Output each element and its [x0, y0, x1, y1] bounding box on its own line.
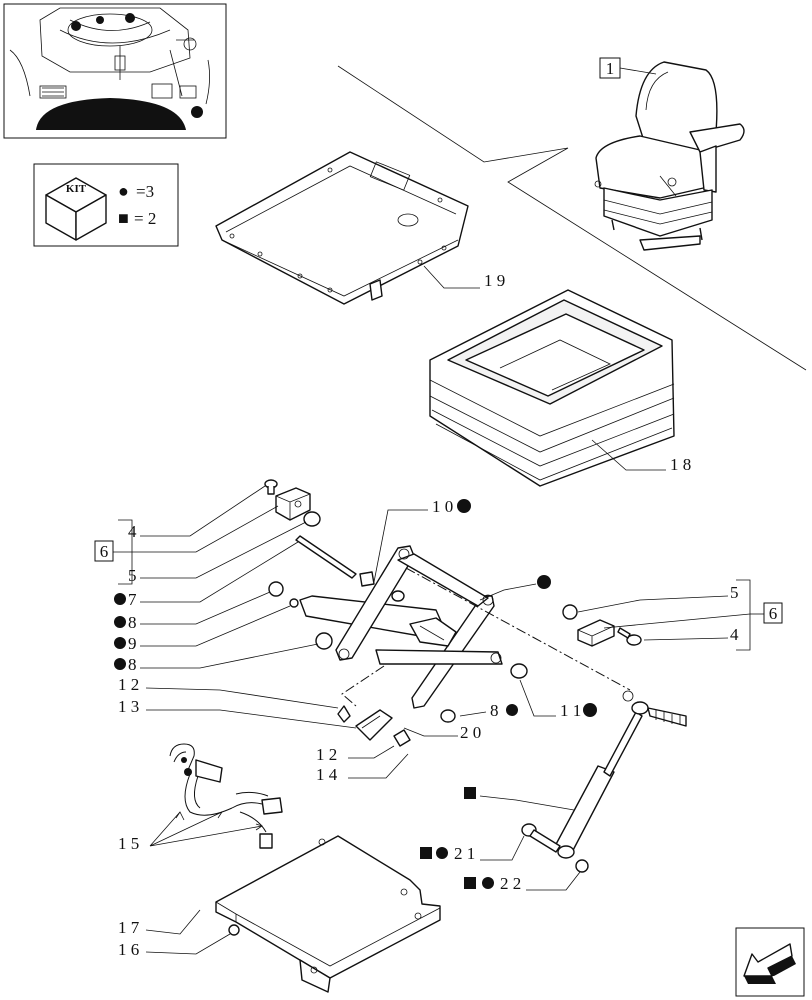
callout-7: 7 [128, 590, 137, 609]
part-bracket-5-right [577, 619, 615, 647]
part-nut-16 [228, 924, 240, 936]
callout-5-right: 5 [730, 583, 739, 602]
callout-6-left: 6 [100, 542, 109, 561]
part-bushing-8b [315, 632, 333, 650]
part-latch-12-13 [337, 705, 411, 747]
callout-12a: 1 2 [118, 675, 139, 694]
callout-11: 1 1 [560, 701, 581, 720]
part-bolt-4-right [617, 627, 642, 646]
part-pin-7 [295, 535, 357, 579]
kit-square-value: = 2 [134, 209, 156, 228]
part-bushing-8 [268, 581, 284, 597]
callout-6-right: 6 [769, 604, 778, 623]
callout-9: 9 [128, 634, 137, 653]
callout-8a: 8 [128, 613, 137, 632]
part-gas-spring [553, 701, 687, 859]
callout-13: 1 3 [118, 697, 139, 716]
part-bellows-cover [429, 289, 675, 487]
callout-10: 1 0 [432, 497, 453, 516]
view-separator-line [337, 65, 807, 371]
callout-20: 2 0 [460, 723, 481, 742]
part-mounting-plate [215, 835, 441, 993]
callout-16: 1 6 [118, 940, 139, 959]
kit-legend: KIT ● =3 ■ = 2 [33, 163, 179, 247]
kit-square-symbol: ■ [118, 208, 129, 228]
part-scissor-frame [299, 545, 503, 709]
part-bushing-5-left [303, 511, 321, 527]
callout-18: 1 8 [670, 455, 691, 474]
part-washer-9 [289, 598, 299, 608]
part-bushing-8c [440, 709, 456, 723]
callout-4-left: 4 [128, 522, 137, 541]
part-bolt-4-left [264, 479, 278, 495]
part-bracket-5-left [275, 487, 311, 521]
callout-21: 2 1 [454, 844, 475, 863]
callout-4-right: 4 [730, 625, 739, 644]
tractor-cab-thumbnail [3, 3, 227, 139]
callout-17: 1 7 [118, 918, 140, 937]
part-wiring-harness [169, 743, 283, 849]
callout-12b: 1 2 [316, 745, 337, 764]
next-page-arrow-icon[interactable] [735, 927, 805, 997]
kit-cube-icon [45, 177, 107, 241]
kit-circle-symbol: ● [118, 181, 129, 201]
kit-circle-value: =3 [136, 182, 154, 201]
callout-19: 1 9 [484, 271, 505, 290]
seat-assembly-icon [594, 61, 745, 251]
callout-22: 2 2 [500, 874, 521, 893]
kit-label: KIT [66, 183, 87, 195]
callout-8c: 8 [490, 701, 499, 720]
callout-8b: 8 [128, 655, 137, 674]
part-clip-22 [575, 859, 589, 873]
part-seat-base-plate [215, 151, 469, 305]
callout-5-left: 5 [128, 566, 137, 585]
part-clip-22-top [622, 690, 634, 702]
part-bushing-11 [510, 663, 528, 679]
part-pin-21 [521, 823, 561, 853]
callout-seat-assembly: 1 [606, 59, 615, 78]
part-bushing-5-right [562, 604, 578, 620]
callout-15: 1 5 [118, 834, 139, 853]
callout-14: 1 4 [316, 765, 338, 784]
